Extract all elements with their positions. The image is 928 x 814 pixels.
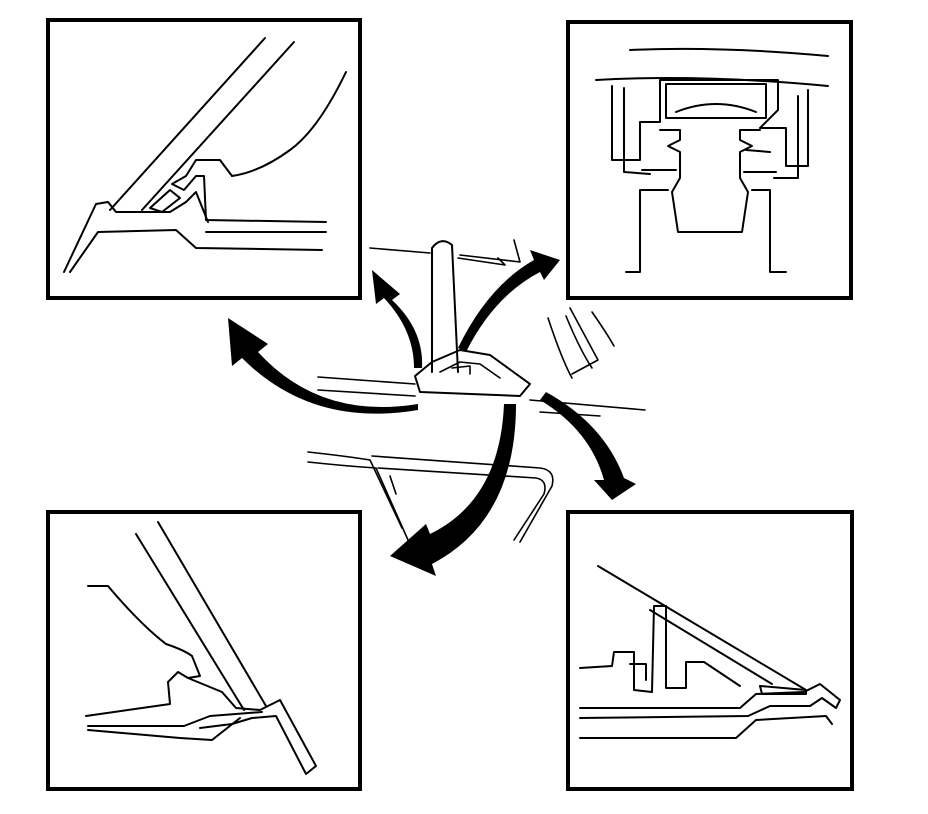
glass-edge-upper-right	[459, 239, 521, 263]
wedge	[759, 685, 807, 695]
body-panel-right	[751, 189, 787, 273]
molding-long-line	[317, 376, 416, 385]
body-inner-left	[623, 87, 651, 175]
clip-cap	[665, 83, 767, 119]
lower-body-line-1	[307, 451, 403, 529]
glass-line-outer	[109, 37, 266, 211]
roof-line	[629, 47, 829, 57]
panel-frame	[566, 510, 854, 791]
panel-upper-left	[46, 18, 362, 300]
clip-profile-inner	[629, 663, 647, 681]
glass-line-outer	[135, 533, 245, 711]
clip-stem	[659, 129, 761, 233]
trim-line	[87, 585, 193, 657]
arrows	[228, 250, 636, 576]
curved-arrow-icon	[540, 392, 636, 500]
clip-profile	[579, 605, 741, 693]
body-flange	[69, 229, 323, 273]
curved-arrow-icon	[372, 270, 423, 368]
seal-profile	[187, 677, 317, 775]
body-flange	[579, 715, 833, 739]
center-assembly	[307, 239, 646, 543]
body-inner-right	[773, 95, 799, 179]
clip-base-slot	[451, 365, 471, 375]
curved-arrow-icon	[390, 404, 516, 576]
panel-lower-left	[46, 510, 362, 791]
body-curve-right	[547, 315, 593, 379]
panel-lower-right	[566, 510, 854, 791]
clip-profile	[171, 159, 327, 223]
trim-line	[231, 71, 347, 177]
body-edge-right	[569, 307, 599, 375]
panel-upper-right	[566, 20, 853, 300]
clip-post-tab	[457, 257, 506, 266]
molding-head	[611, 79, 809, 167]
curved-arrow-icon	[458, 250, 560, 352]
molding-long-line-2	[317, 389, 416, 397]
glass-line-inner	[157, 521, 267, 707]
clip-profile	[85, 655, 201, 717]
body-flange	[87, 717, 241, 741]
wedge	[149, 189, 181, 213]
clip-base-inner	[439, 361, 501, 379]
lower-body-line-3	[371, 455, 554, 543]
clip-stem-right	[641, 149, 777, 173]
glass-edge-upper	[369, 247, 431, 254]
lower-body-line-5	[389, 475, 397, 495]
glass-line-outer	[597, 565, 807, 691]
glass-line-inner	[141, 41, 295, 211]
clip-base	[414, 349, 531, 397]
body-curve-right-2	[591, 311, 615, 347]
seal-profile	[579, 683, 841, 719]
body-panel-left	[625, 189, 669, 273]
clip-profile-lower	[87, 711, 263, 727]
glass-line-inner	[649, 609, 773, 685]
molding-top	[595, 77, 829, 87]
lower-body-line-2	[307, 461, 409, 541]
lower-body-line-4	[377, 467, 546, 541]
seal-profile	[63, 191, 209, 273]
curved-arrow-icon	[228, 318, 418, 414]
panel-frame	[46, 510, 362, 791]
